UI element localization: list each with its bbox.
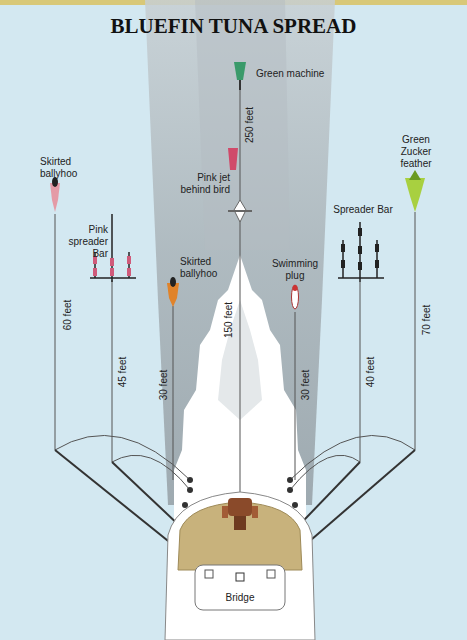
lure-label: Swimming plug xyxy=(270,258,320,282)
lure-label: Green Zucker feather xyxy=(388,134,444,170)
distance-label: 250 feet xyxy=(244,107,256,143)
lure-label: Spreader Bar xyxy=(328,204,398,216)
lure-label: Green machine xyxy=(256,68,336,80)
distance-label: 30 feet xyxy=(300,370,312,401)
distance-label: 70 feet xyxy=(421,305,433,336)
distance-label: 45 feet xyxy=(117,357,129,388)
lure-label: Skirted ballyhoo xyxy=(40,156,100,180)
diagram-title: BLUEFIN TUNA SPREAD xyxy=(0,14,467,39)
distance-label: 150 feet xyxy=(223,302,235,338)
lure-label: Skirted ballyhoo xyxy=(180,256,228,280)
distance-label: 40 feet xyxy=(365,357,377,388)
distance-label: 60 feet xyxy=(62,300,74,331)
lure-label: Pink spreader Bar xyxy=(60,224,108,260)
lure-label: Pink jet behind bird xyxy=(176,172,230,196)
bridge-label: Bridge xyxy=(210,592,270,604)
distance-label: 30 feet xyxy=(158,370,170,401)
